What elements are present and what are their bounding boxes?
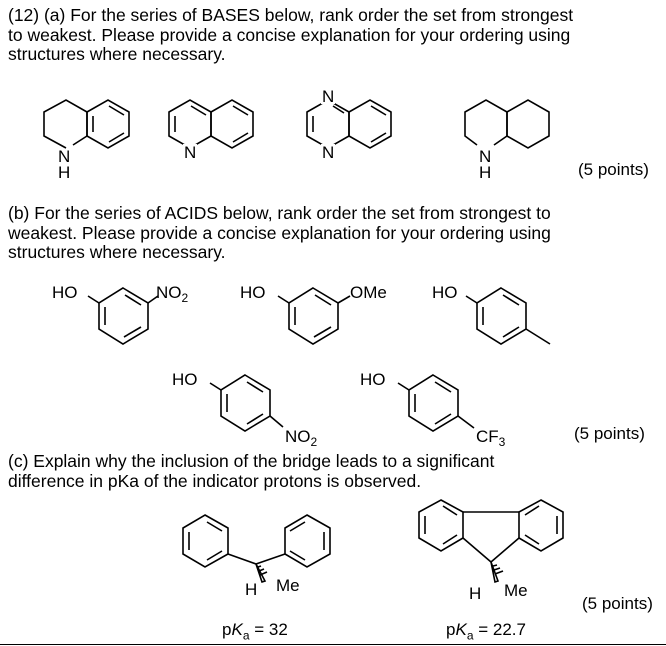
4-nitrophenol-structure: HO NO2 [172, 370, 318, 449]
ho-label: HO [52, 283, 78, 302]
cf3-label: CF3 [476, 427, 506, 449]
bottom-rule [0, 644, 666, 645]
decahydroquinoline-structure: N H [464, 99, 550, 182]
part-c-question: (c) Explain why the inclusion of the bri… [8, 451, 495, 491]
methylfluorene-structure: H Me [418, 499, 564, 603]
part-b-points: (5 points) [574, 424, 645, 443]
pka-left: pKa = 32 [222, 620, 288, 643]
h-label: H [245, 580, 257, 599]
me-label: Me [504, 581, 528, 600]
n-label: N [184, 143, 196, 162]
n-label: N [322, 87, 334, 106]
quinoxaline-structure: N N [306, 87, 392, 162]
h-label: H [58, 163, 70, 182]
ho-label: HO [360, 370, 386, 389]
n-label: N [58, 147, 70, 166]
ome-label: OMe [350, 283, 387, 302]
ho-label: HO [240, 283, 266, 302]
3-nitrophenol-structure: HO NO2 [52, 283, 189, 345]
ho-label: HO [432, 283, 458, 302]
diphenylethane-structure: H Me [182, 514, 331, 599]
tetrahydroquinoline-structure: N H [43, 99, 130, 182]
part-a-question: (12) (a) For the series of BASES below, … [8, 5, 574, 64]
4-trifluoromethylphenol-structure: HO CF3 [360, 370, 506, 449]
part-c-points: (5 points) [582, 594, 653, 613]
4-methylphenol-structure: HO [432, 283, 551, 345]
no2-label: NO2 [156, 283, 189, 305]
3-methoxyphenol-structure: HO OMe [240, 283, 387, 345]
me-label: Me [276, 576, 300, 595]
pka-right: pKa = 22.7 [446, 620, 526, 643]
h-label: H [479, 163, 491, 182]
ho-label: HO [172, 370, 198, 389]
part-b-question: (b) For the series of ACIDS below, rank … [8, 203, 551, 262]
h-label: H [469, 584, 481, 603]
no2-label: NO2 [285, 427, 318, 449]
part-a-points: (5 points) [578, 160, 649, 179]
n-label: N [322, 143, 334, 162]
quinoline-structure: N [168, 99, 254, 162]
n-label: N [479, 147, 491, 166]
